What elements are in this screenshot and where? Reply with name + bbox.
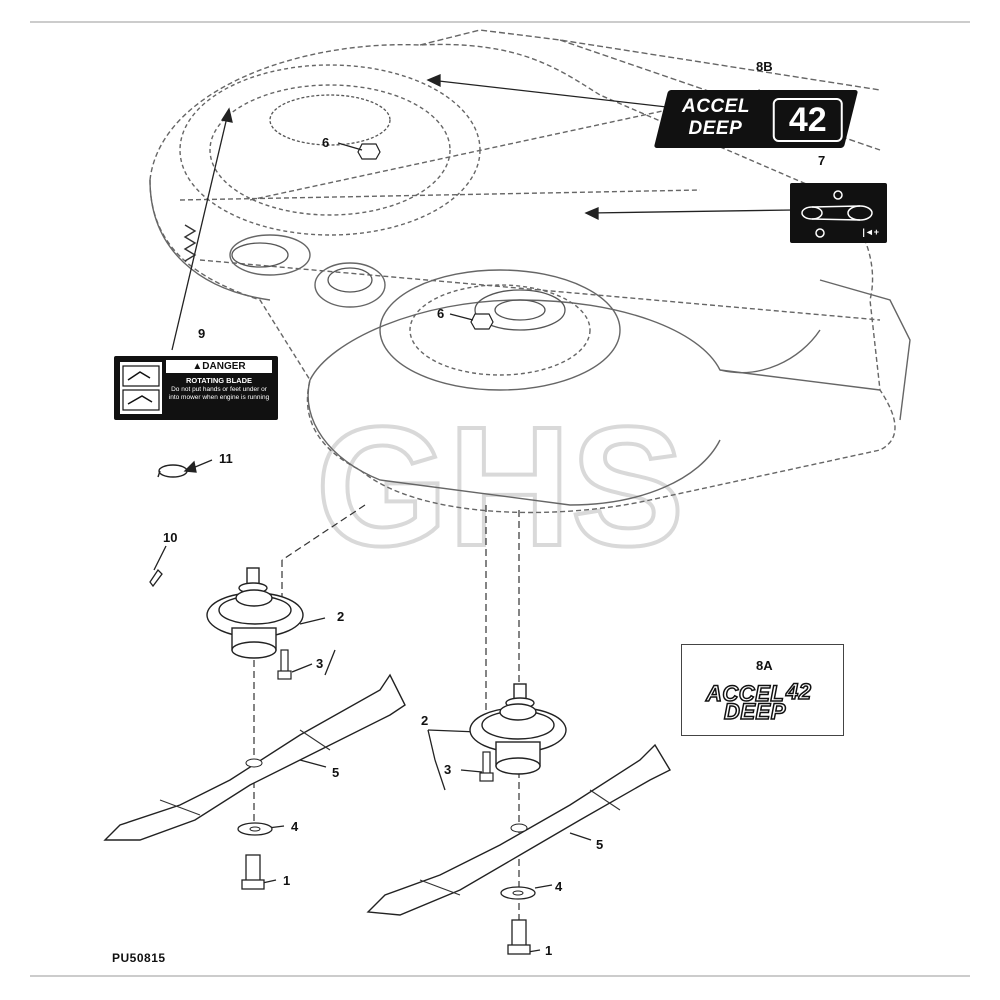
danger-message: Do not put hands or feet under or into m…: [168, 386, 270, 401]
tension-spring: [183, 224, 197, 262]
retaining-clip-11: [157, 464, 188, 478]
decal-danger-rotating-blade: ▲DANGER ROTATING BLADE Do not put hands …: [114, 356, 278, 420]
danger-header: ▲DANGER: [166, 360, 272, 373]
callout-1-left: 1: [283, 873, 291, 888]
blade-5-right: [366, 743, 671, 916]
bolt-3-right: [479, 751, 494, 782]
deck-pulleys: [231, 94, 566, 331]
blade-bolt-1-left: [241, 854, 265, 890]
decal-8a-box: 8A ACCEL 42 DEEP: [681, 644, 844, 736]
decal-8a-number: 42: [785, 678, 812, 705]
callout-8b: 8B: [756, 59, 773, 74]
callout-5-right: 5: [596, 837, 604, 852]
watermark: GHS: [316, 392, 684, 582]
callout-7: 7: [818, 153, 826, 168]
blade-bolt-1-right: [507, 919, 531, 955]
callout-11: 11: [219, 451, 233, 466]
callout-2-right: 2: [421, 713, 429, 728]
callout-4-left: 4: [291, 819, 299, 834]
callout-2-left: 2: [337, 609, 345, 624]
nut-6-right: [470, 313, 494, 330]
callout-8a: 8A: [756, 658, 773, 673]
leader-lines: [153, 74, 794, 954]
decal-8b-word-1: ACCEL: [681, 96, 750, 117]
callout-10: 10: [163, 530, 178, 545]
spindle-assembly-left: [206, 567, 304, 659]
decal-7-note: |◄+: [862, 227, 879, 237]
nut-6-left: [357, 143, 381, 160]
decal-8a-word-1: ACCEL: [705, 680, 785, 707]
bolt-3-left: [277, 649, 292, 680]
danger-subheader: ROTATING BLADE: [186, 376, 252, 385]
callout-3-left: 3: [316, 656, 324, 671]
spindle-assembly-right: [469, 683, 567, 775]
decal-8b-number: 42: [772, 98, 843, 142]
belt-diagram-icon: [801, 190, 873, 238]
callout-3-right: 3: [444, 762, 452, 777]
drawing-code: PU50815: [112, 951, 166, 965]
callout-6-left: 6: [322, 135, 330, 150]
blade-5-left: [103, 673, 406, 841]
callout-5-left: 5: [332, 765, 340, 780]
callout-4-right: 4: [555, 879, 563, 894]
decal-8a-word-2: DEEP: [723, 698, 786, 725]
pin-10: [149, 568, 163, 588]
callout-9: 9: [198, 326, 206, 341]
decal-accel-deep-42-outline: ACCEL 42 DEEP: [702, 678, 824, 725]
callout-6-right: 6: [437, 306, 445, 321]
decal-belt-routing: |◄+: [790, 183, 887, 243]
callout-1-right: 1: [545, 943, 553, 958]
decal-accel-deep-42-black: ACCEL DEEP 42: [653, 90, 859, 148]
decal-8b-word-2: DEEP: [688, 118, 743, 139]
hand-foot-warning-icon: [120, 362, 162, 414]
